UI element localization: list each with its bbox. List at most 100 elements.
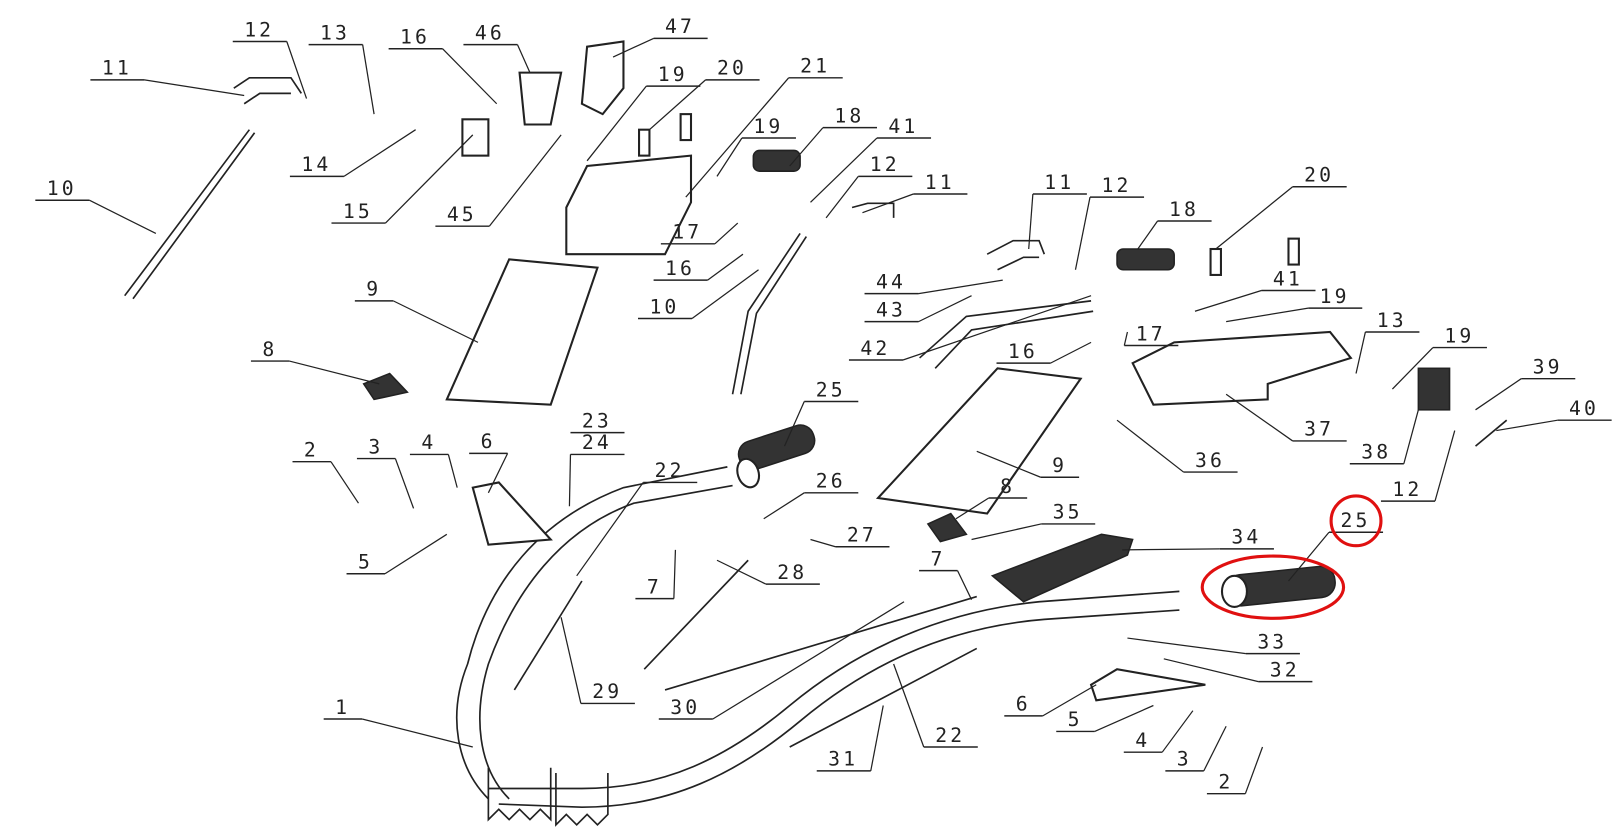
callout-label: 13 — [320, 21, 350, 44]
callout-label: 3 — [1177, 748, 1192, 771]
callout-34: 34 — [1122, 526, 1274, 551]
callout-label: 20 — [1304, 164, 1334, 187]
callout-30: 30 — [658, 601, 905, 720]
callout-leader-line — [488, 134, 562, 227]
callout-leader-line — [789, 127, 824, 167]
callout-label: 11 — [102, 57, 132, 80]
callout-label: 24 — [582, 431, 612, 454]
callout-label: 15 — [343, 200, 373, 223]
part-grip-right — [1220, 565, 1336, 608]
callout-40: 40 — [1496, 397, 1612, 432]
callout-label: 20 — [717, 57, 747, 80]
callout-leader-line — [1391, 347, 1434, 390]
callout-leader-line — [716, 559, 767, 585]
part-pin-20c — [1209, 247, 1222, 276]
callout-42: 42 — [848, 295, 1092, 361]
callout-9: 9 — [976, 450, 1080, 478]
callout-label: 2 — [304, 439, 319, 462]
part-cable-29 — [513, 580, 583, 691]
callout-leader-line — [691, 269, 759, 320]
part-lever-6-right — [1089, 668, 1206, 702]
part-lever-18-right — [1116, 248, 1175, 271]
callout-leader-line — [763, 492, 805, 520]
highlight-circle-label — [1329, 494, 1383, 548]
callout-leader-line — [1225, 393, 1294, 442]
callout-leader-line — [1403, 409, 1419, 464]
callout-leader-line — [568, 454, 572, 507]
callout-label: 12 — [870, 153, 900, 176]
callout-6: 6 — [1004, 684, 1097, 717]
callout-label: 36 — [1195, 449, 1225, 472]
callout-leader-line — [516, 44, 531, 73]
callout-leader-line — [707, 253, 744, 281]
callout-leader-line — [1194, 289, 1262, 312]
callout-leader-line — [1434, 430, 1456, 502]
part-pin-20d — [1287, 237, 1300, 266]
callout-20: 20 — [649, 57, 760, 131]
callout-leader-line — [918, 295, 972, 323]
callout-leader-line — [586, 85, 647, 162]
callout-label: 7 — [647, 575, 662, 598]
callout-17: 17 — [1123, 322, 1179, 347]
callout-label: 12 — [244, 18, 274, 41]
callout-label: 5 — [1068, 708, 1083, 731]
callout-44: 44 — [864, 270, 1003, 295]
callout-label: 27 — [847, 524, 877, 547]
callout-12: 12 — [232, 18, 308, 99]
callout-16: 16 — [388, 26, 498, 105]
callout-leader-line — [1123, 331, 1129, 346]
callout-label: 16 — [665, 257, 695, 280]
part-cable-31 — [789, 647, 978, 748]
callout-7: 7 — [635, 549, 677, 600]
callout-label: 16 — [1008, 340, 1038, 363]
part-block-15 — [461, 118, 490, 157]
callout-label: 17 — [1136, 322, 1166, 345]
part-cable-42 — [919, 300, 1094, 369]
callout-24: 24 — [568, 431, 625, 507]
callout-leader-line — [1127, 637, 1246, 655]
callout-17: 17 — [660, 221, 739, 245]
callout-33: 33 — [1127, 630, 1300, 655]
callout-31: 31 — [816, 705, 884, 772]
callout-label: 22 — [935, 724, 965, 747]
callout-8: 8 — [955, 475, 1028, 520]
callout-leader-line — [783, 401, 805, 447]
callout-label: 28 — [777, 561, 807, 584]
callout-leader-line — [1496, 419, 1558, 432]
callout-leader-line — [1163, 658, 1259, 683]
callout-label: 23 — [582, 409, 612, 432]
callout-29: 29 — [560, 617, 635, 705]
callout-23: 23 — [570, 409, 625, 434]
part-cable-10-left — [124, 129, 256, 300]
callout-label: 40 — [1569, 397, 1599, 420]
part-handlebar-frame-lower — [488, 590, 1180, 809]
part-throttle — [990, 533, 1134, 603]
callout-leader-line — [447, 454, 458, 488]
callout-27: 27 — [810, 524, 890, 548]
part-cable-10-mid — [731, 232, 808, 395]
callout-leader-line — [1122, 548, 1220, 551]
callout-leader-line — [712, 601, 905, 720]
callout-leader-line — [1161, 710, 1194, 753]
callout-label: 10 — [649, 295, 679, 318]
part-bracket-8-left — [362, 372, 409, 401]
callout-leader-line — [649, 79, 706, 131]
callout-5: 5 — [346, 533, 448, 575]
callout-leader-line — [902, 295, 1092, 361]
callout-leader-line — [971, 523, 1042, 541]
callout-label: 2 — [1218, 771, 1233, 794]
callout-leader-line — [1116, 419, 1184, 473]
part-housing-right — [1131, 330, 1353, 406]
callout-label: 30 — [670, 696, 700, 719]
callout-label: 11 — [925, 171, 955, 194]
callout-3: 3 — [356, 435, 415, 509]
callout-26: 26 — [763, 470, 859, 520]
callout-15: 15 — [331, 134, 474, 224]
callout-label: 16 — [400, 26, 430, 49]
callout-leader-line — [487, 453, 509, 494]
callout-label: 3 — [368, 435, 383, 458]
callout-41: 41 — [810, 115, 932, 203]
part-handle-11-left — [233, 76, 303, 105]
callout-label: 33 — [1257, 630, 1287, 653]
part-handle-11-mid — [851, 202, 895, 218]
